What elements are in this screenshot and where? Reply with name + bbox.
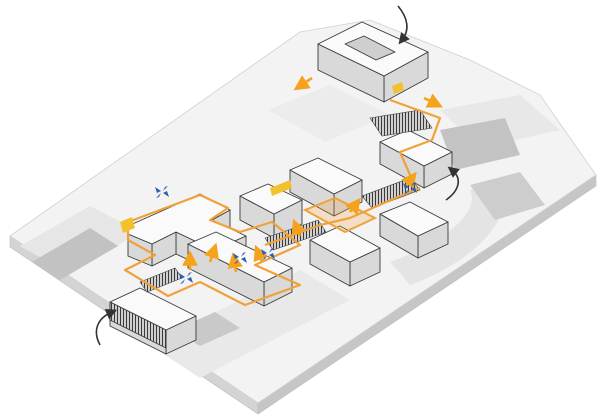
building-center-south bbox=[309, 225, 381, 287]
entry-arrow-part bbox=[411, 187, 417, 193]
building-east-south-roof bbox=[379, 201, 449, 237]
highlight-edge-west bbox=[120, 217, 135, 233]
flow-arrows bbox=[182, 75, 443, 273]
blue-double-arrow-icon bbox=[155, 186, 169, 198]
curved-arrow-icon bbox=[445, 166, 460, 201]
orange-arrow-icon bbox=[204, 242, 219, 263]
entry-arrow-part bbox=[241, 252, 246, 257]
entry-arrow-part bbox=[156, 193, 161, 198]
orange-arrow-icon bbox=[227, 252, 243, 273]
blue-double-arrow-icon bbox=[261, 248, 275, 260]
road-north bbox=[268, 85, 390, 142]
entry-arrow-part bbox=[180, 279, 185, 284]
blue-double-arrow-icon bbox=[233, 252, 247, 264]
road-south bbox=[150, 270, 350, 378]
blue-double-arrow-icon bbox=[403, 182, 417, 194]
entry-arrow-part bbox=[269, 248, 274, 253]
bridge-north bbox=[369, 109, 433, 137]
hatch-zone-east bbox=[440, 118, 520, 170]
building-center-north-roof bbox=[289, 157, 363, 195]
building-center-west-a-roof bbox=[239, 183, 303, 215]
entry-arrow-part bbox=[241, 257, 247, 263]
orange-arrow-icon bbox=[293, 75, 313, 91]
curved-arrow-icon bbox=[397, 5, 410, 45]
building-center-south-roof bbox=[309, 225, 381, 263]
blue-double-arrow-icon bbox=[179, 272, 193, 284]
building-east-south bbox=[379, 201, 449, 259]
highlight-edges bbox=[120, 82, 404, 233]
orange-arrow-icon bbox=[401, 171, 417, 189]
circulation-hub bbox=[302, 196, 378, 234]
orange-arrow-icon bbox=[291, 218, 307, 237]
building-north-east-roof bbox=[379, 129, 453, 167]
entry-arrow-part bbox=[187, 272, 192, 277]
entry-arrow-part bbox=[404, 189, 409, 194]
entry-markers bbox=[155, 182, 417, 284]
building-north-courtyard bbox=[344, 35, 396, 61]
entry-arrow-part bbox=[261, 249, 267, 255]
orange-arrow-icon bbox=[423, 93, 443, 108]
highlight-edge-mid bbox=[270, 180, 292, 196]
highlight-edge-north bbox=[392, 82, 404, 94]
entry-arrow-part bbox=[269, 253, 275, 259]
entry-arrow-part bbox=[234, 259, 239, 264]
curved-arrow-icon bbox=[95, 309, 118, 346]
entry-arrow-part bbox=[262, 255, 267, 260]
circulation-loop-west bbox=[123, 193, 302, 307]
entry-arrow-part bbox=[163, 191, 169, 197]
orange-arrow-icon bbox=[345, 197, 361, 215]
vehicle-access-arrows bbox=[95, 5, 460, 346]
entry-arrow-part bbox=[187, 277, 193, 283]
entry-arrow-part bbox=[179, 273, 185, 279]
entry-arrow-part bbox=[403, 183, 409, 189]
hatch-zone-east-lower bbox=[470, 172, 545, 220]
entry-arrow-part bbox=[163, 186, 168, 191]
entry-arrow-part bbox=[155, 187, 161, 193]
orange-arrow-icon bbox=[253, 244, 269, 263]
entry-arrow-part bbox=[411, 182, 416, 187]
entry-arrow-part bbox=[233, 253, 239, 259]
hatch-zone-west bbox=[32, 228, 118, 280]
circulation-north bbox=[389, 98, 442, 176]
